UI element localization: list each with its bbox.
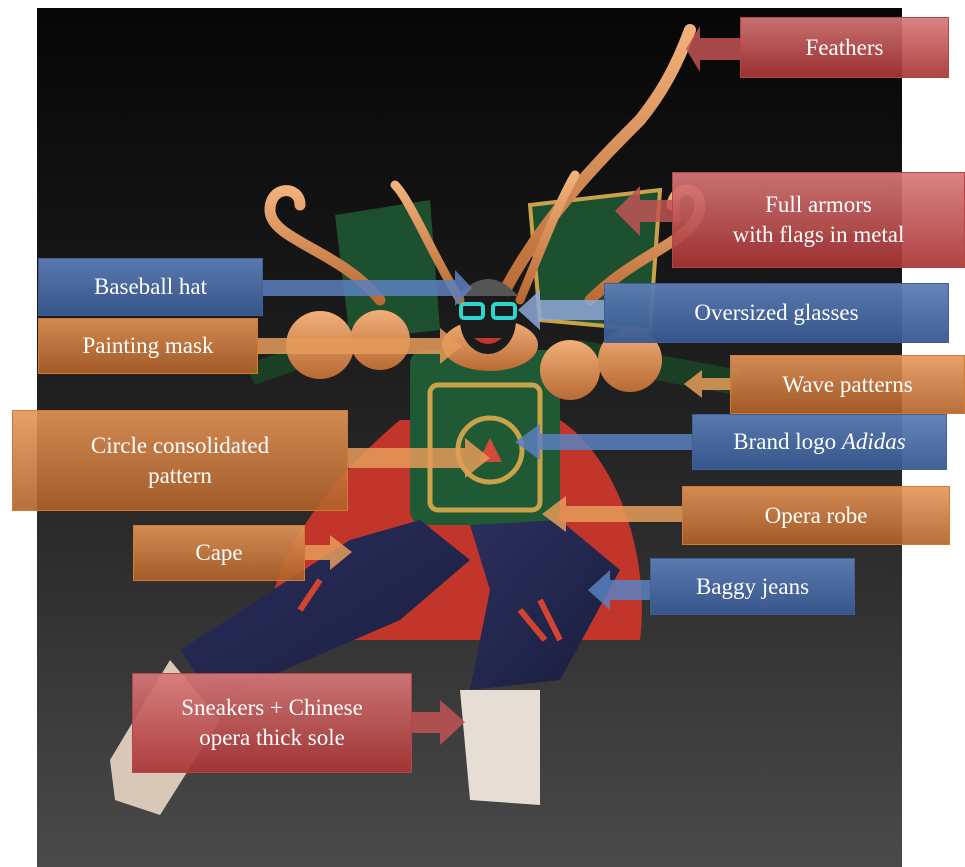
callout-cape-text: Cape (195, 538, 242, 568)
callout-baggy-jeans: Baggy jeans (650, 558, 855, 615)
baggy-jeans-arrow (588, 570, 650, 610)
callout-baggy-jeans-text: Baggy jeans (696, 572, 809, 602)
callout-brand-logo: Brand logo Adidas (692, 414, 947, 470)
callout-brand-logo-prefix: Brand logo (733, 429, 842, 454)
brand-logo-arrow (515, 424, 692, 460)
painting-mask-arrow (258, 328, 462, 364)
armors-arrow (615, 186, 680, 236)
callout-sneakers-line2: opera thick sole (199, 723, 345, 753)
callout-feathers: Feathers (740, 17, 949, 78)
cape-arrow (305, 535, 352, 570)
callout-wave-patterns-text: Wave patterns (782, 370, 912, 400)
callout-cape: Cape (133, 525, 305, 581)
callout-circle-pattern-line2: pattern (148, 461, 212, 491)
callout-brand-logo-text: Brand logo Adidas (733, 427, 906, 457)
callout-circle-consolidated-pattern: Circle consolidated pattern (12, 410, 348, 511)
callout-painting-mask-text: Painting mask (83, 331, 214, 361)
callout-baseball-hat: Baseball hat (38, 258, 263, 316)
callout-baseball-hat-text: Baseball hat (94, 272, 207, 302)
callout-painting-mask: Painting mask (38, 318, 258, 374)
callout-feathers-text: Feathers (806, 33, 884, 63)
callout-opera-robe: Opera robe (682, 486, 950, 545)
callout-sneakers-line1: Sneakers + Chinese (181, 693, 363, 723)
callout-sneakers: Sneakers + Chinese opera thick sole (132, 673, 412, 773)
sneakers-arrow (412, 700, 465, 745)
baseball-hat-arrow (262, 270, 472, 306)
callout-full-armors: Full armors with flags in metal (672, 172, 965, 268)
feathers-arrow (686, 26, 740, 72)
callout-wave-patterns: Wave patterns (730, 355, 965, 414)
glasses-arrow (518, 290, 605, 330)
circle-pattern-arrow (348, 438, 490, 478)
callout-oversized-glasses: Oversized glasses (604, 283, 949, 343)
callout-circle-pattern-line1: Circle consolidated (91, 431, 269, 461)
wave-patterns-arrow (684, 370, 732, 398)
callout-full-armors-line1: Full armors (765, 190, 872, 220)
callout-full-armors-line2: with flags in metal (733, 220, 905, 250)
callout-brand-logo-name: Adidas (842, 429, 906, 454)
callout-oversized-glasses-text: Oversized glasses (694, 298, 858, 328)
callout-opera-robe-text: Opera robe (765, 501, 868, 531)
opera-robe-arrow (542, 496, 682, 532)
